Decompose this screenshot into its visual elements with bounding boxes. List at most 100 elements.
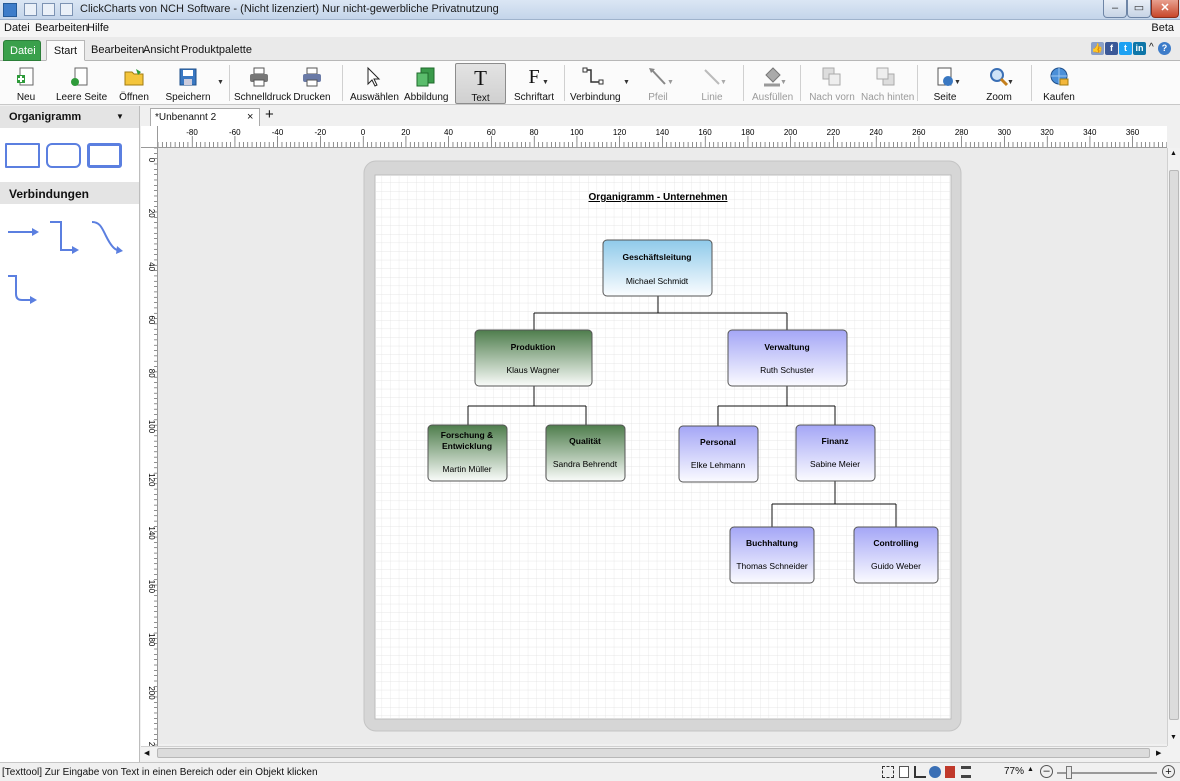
- preview-icon[interactable]: [929, 766, 941, 778]
- node-buchhaltung[interactable]: Buchhaltung Thomas Schneider: [729, 526, 815, 584]
- node-forschung-entwicklung[interactable]: Forschung & Entwicklung Martin Müller: [427, 424, 508, 482]
- tab-produktpalette[interactable]: Produktpalette: [181, 44, 252, 56]
- quick-print-button[interactable]: Schnelldruck: [234, 63, 291, 104]
- node-finanz[interactable]: Finanz Sabine Meier: [795, 424, 876, 482]
- magnet-snap-icon[interactable]: [945, 766, 955, 778]
- line-tool-button[interactable]: Linie: [697, 63, 727, 104]
- fill-button[interactable]: Ausfüllen: [752, 63, 793, 104]
- zoom-slider-track[interactable]: [1057, 772, 1157, 774]
- node-controlling[interactable]: Controlling Guido Weber: [853, 526, 939, 584]
- line-icon: [704, 69, 720, 85]
- like-icon[interactable]: 👍: [1091, 42, 1104, 55]
- diagram-title[interactable]: Organigramm - Unternehmen: [589, 192, 728, 203]
- page-dropdown-icon[interactable]: ▼: [954, 79, 961, 86]
- close-button[interactable]: ✕: [1151, 0, 1179, 18]
- rounded-elbow-connector[interactable]: [8, 275, 37, 304]
- ruler-label: 60: [147, 315, 156, 324]
- save-dropdown-icon[interactable]: ▼: [217, 79, 224, 86]
- drawing-canvas[interactable]: Organigramm - Unternehmen Geschäftsleitu…: [158, 148, 1167, 744]
- shape-bold-rectangle[interactable]: [87, 143, 122, 168]
- arrow-dropdown-icon[interactable]: ▼: [667, 79, 674, 86]
- grid-toggle-icon[interactable]: [961, 766, 971, 778]
- node-personal[interactable]: Personal Elke Lehmann: [678, 425, 759, 483]
- menu-bearbeiten[interactable]: Bearbeiten: [35, 22, 89, 34]
- tab-bearbeiten[interactable]: Bearbeiten: [91, 44, 145, 56]
- node-qualitaet[interactable]: Qualität Sandra Behrendt: [545, 424, 626, 482]
- zoom-slider-thumb[interactable]: [1066, 766, 1072, 779]
- node-person: Klaus Wagner: [506, 365, 559, 375]
- page-button[interactable]: Seite: [928, 63, 962, 104]
- save-quick-icon[interactable]: [24, 3, 37, 16]
- zoom-out-icon[interactable]: –: [1040, 765, 1053, 778]
- minimize-button[interactable]: –: [1103, 0, 1127, 18]
- add-tab-icon[interactable]: +: [265, 106, 274, 123]
- close-tab-icon[interactable]: ×: [247, 111, 254, 123]
- zoom-dropdown-icon[interactable]: ▼: [1007, 79, 1014, 86]
- connection-tool-button[interactable]: Verbindung: [570, 63, 621, 104]
- zoom-level[interactable]: 77%: [1004, 766, 1025, 777]
- linkedin-icon[interactable]: in: [1133, 42, 1146, 55]
- send-backward-button[interactable]: Nach hinten: [861, 63, 914, 104]
- shape-rectangle[interactable]: [5, 143, 40, 168]
- text-tool-button[interactable]: T Text: [455, 63, 506, 104]
- new-button[interactable]: Neu: [6, 63, 46, 104]
- collapse-ribbon-icon[interactable]: ^: [1149, 42, 1154, 53]
- vertical-scroll-thumb[interactable]: [1169, 170, 1179, 720]
- fill-dropdown-icon[interactable]: ▼: [780, 79, 787, 86]
- facebook-icon[interactable]: f: [1105, 42, 1118, 55]
- open-button[interactable]: Öffnen: [116, 63, 152, 104]
- undo-quick-icon[interactable]: [42, 3, 55, 16]
- zoom-level-dropdown-icon[interactable]: ▲: [1027, 766, 1034, 773]
- scroll-up-icon[interactable]: ▲: [1170, 150, 1177, 157]
- font-button[interactable]: F Schriftart: [513, 66, 554, 103]
- vertical-scrollbar[interactable]: ▲ ▼: [1167, 148, 1180, 746]
- node-geschaeftsleitung[interactable]: Geschäftsleitung Michael Schmidt: [602, 239, 713, 297]
- window-title: ClickCharts von NCH Software - (Nicht li…: [80, 3, 499, 15]
- tab-unbenannt-2[interactable]: *Unbenannt 2 ×: [150, 108, 260, 126]
- scroll-left-icon[interactable]: ◀: [144, 750, 150, 757]
- connection-dropdown-icon[interactable]: ▼: [623, 79, 630, 86]
- folder-icon: [124, 69, 144, 86]
- shape-library-panel: Organigramm ▼ Verbindungen: [0, 106, 140, 762]
- shape-rounded-rectangle[interactable]: [46, 143, 81, 168]
- tab-datei[interactable]: Datei: [3, 40, 41, 61]
- node-produktion[interactable]: Produktion Klaus Wagner: [474, 329, 593, 387]
- save-button[interactable]: Speichern: [164, 63, 212, 104]
- zoom-in-icon[interactable]: +: [1162, 765, 1175, 778]
- arrow-tool-button[interactable]: Pfeil: [641, 63, 675, 104]
- line-dropdown-icon[interactable]: ▼: [720, 79, 727, 86]
- buy-button[interactable]: Kaufen: [1040, 63, 1078, 104]
- menu-hilfe[interactable]: Hilfe: [87, 22, 110, 34]
- node-title-line2: Entwicklung: [442, 441, 492, 451]
- horizontal-scrollbar[interactable]: ◀ ▶: [141, 746, 1167, 760]
- straight-connector[interactable]: [8, 228, 39, 236]
- bring-forward-button[interactable]: Nach vorn: [809, 63, 855, 104]
- curved-connector[interactable]: [91, 221, 123, 254]
- print-button[interactable]: Drucken: [290, 63, 334, 104]
- connector-mode-icon[interactable]: [914, 766, 926, 778]
- ruler-label: -40: [272, 128, 284, 137]
- shape-category-dropdown[interactable]: Organigramm ▼: [0, 106, 139, 128]
- fit-page-icon[interactable]: [882, 766, 894, 778]
- zoom-button[interactable]: Zoom: [980, 63, 1018, 104]
- node-verwaltung[interactable]: Verwaltung Ruth Schuster: [727, 329, 848, 387]
- app-icon[interactable]: [3, 3, 17, 17]
- maximize-button[interactable]: ▭: [1127, 0, 1151, 18]
- menu-datei[interactable]: Datei: [4, 22, 30, 34]
- select-tool-button[interactable]: Auswählen: [350, 63, 399, 104]
- font-dropdown-icon[interactable]: ▼: [542, 79, 549, 86]
- elbow-connector[interactable]: [50, 221, 79, 254]
- scroll-right-icon[interactable]: ▶: [1156, 750, 1162, 757]
- redo-quick-icon[interactable]: [60, 3, 73, 16]
- help-icon[interactable]: ?: [1158, 42, 1171, 55]
- scroll-down-icon[interactable]: ▼: [1170, 734, 1177, 741]
- tab-ansicht[interactable]: Ansicht: [143, 44, 180, 56]
- tab-start[interactable]: Start: [46, 40, 85, 61]
- twitter-icon[interactable]: t: [1119, 42, 1132, 55]
- shape-figure-icon: [416, 67, 435, 87]
- horizontal-scroll-thumb[interactable]: [157, 748, 1150, 758]
- page-view-icon[interactable]: [899, 766, 909, 778]
- node-title: Personal: [700, 437, 736, 447]
- blank-page-button[interactable]: Leere Seite: [56, 63, 107, 104]
- figure-tool-button[interactable]: Abbildung: [404, 63, 448, 104]
